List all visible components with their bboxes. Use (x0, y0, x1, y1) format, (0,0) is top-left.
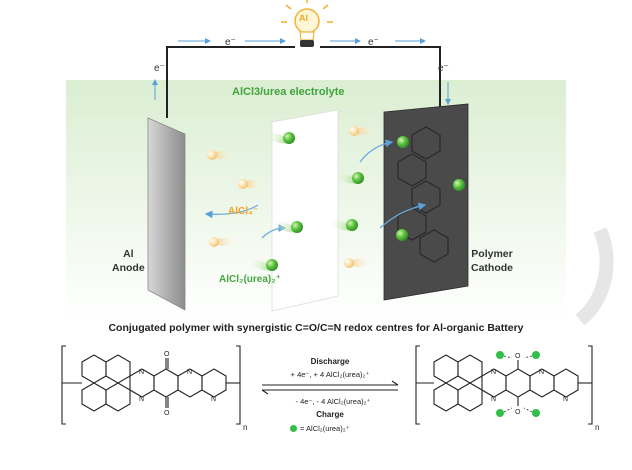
legend-text: = AlCl₂(urea)₂⁺ (300, 424, 350, 433)
right-atom-labels: N N N N O O (491, 353, 568, 416)
electron-label: e⁻ (438, 63, 449, 74)
repeat-n: n (595, 423, 599, 432)
cation-particles (247, 131, 465, 271)
anode-label-line2: Anode (112, 262, 145, 274)
left-polymer-structure (61, 345, 241, 425)
coordination-bonds (503, 355, 533, 413)
atom-n: N (491, 396, 496, 403)
cathode-label-line2: Cathode (471, 262, 513, 274)
atom-o: O (515, 353, 521, 360)
right-polymer-structure (415, 345, 593, 425)
cation-label: AlCl₂(urea)₂⁺ (219, 274, 281, 285)
atom-o: O (164, 351, 170, 358)
atom-n: N (139, 369, 144, 376)
atom-n: N (563, 396, 568, 403)
atom-n: N (539, 369, 544, 376)
discharge-label: Discharge (310, 357, 350, 366)
cathode-label-line1: Polymer (471, 248, 513, 260)
repeat-n: n (243, 423, 247, 432)
charge-conditions: - 4e⁻, - 4 AlCl₂(urea)₂⁺ (295, 397, 371, 406)
electron-label: e⁻ (154, 63, 165, 74)
light-bulb-icon (281, 0, 333, 47)
cation-legend: = AlCl₂(urea)₂⁺ (290, 424, 350, 433)
external-wire (166, 46, 441, 118)
discharge-conditions: + 4e⁻, + 4 AlCl₂(urea)₂⁺ (290, 370, 370, 379)
anode-label: Al Anode (112, 247, 145, 275)
polymer-cathode-plate (383, 103, 469, 301)
anion-particles (207, 126, 378, 268)
al-complex-dots (496, 351, 540, 417)
atom-o: O (515, 409, 521, 416)
reversible-reaction-arrows (261, 380, 399, 395)
ion-migration-arrows (204, 139, 427, 239)
cathode-label: Polymer Cathode (471, 247, 513, 275)
electron-label: e⁻ (368, 37, 379, 48)
atom-n: N (187, 369, 192, 376)
atom-n: N (491, 369, 496, 376)
anode-label-line1: Al (123, 248, 134, 260)
atom-n: N (211, 396, 216, 403)
al-anode-plate (147, 117, 186, 311)
figure-caption: Conjugated polymer with synergistic C=O/… (108, 322, 524, 334)
atom-o: O (164, 410, 170, 417)
separator-membrane (271, 109, 339, 312)
cation-dot-icon (290, 425, 297, 432)
decorative-ring (575, 227, 614, 326)
charge-label: Charge (316, 410, 344, 419)
atom-n: N (139, 396, 144, 403)
bulb-label: Al (299, 13, 308, 23)
left-atom-labels: N N N N O O (139, 351, 216, 417)
electron-label: e⁻ (225, 37, 236, 48)
electrolyte-label: AlCl3/urea electrolyte (232, 86, 345, 98)
electron-flow-arrows (152, 38, 451, 105)
anion-label: AlCl₄⁻ (228, 206, 259, 217)
repeat-unit-subscripts: n n (243, 423, 599, 432)
